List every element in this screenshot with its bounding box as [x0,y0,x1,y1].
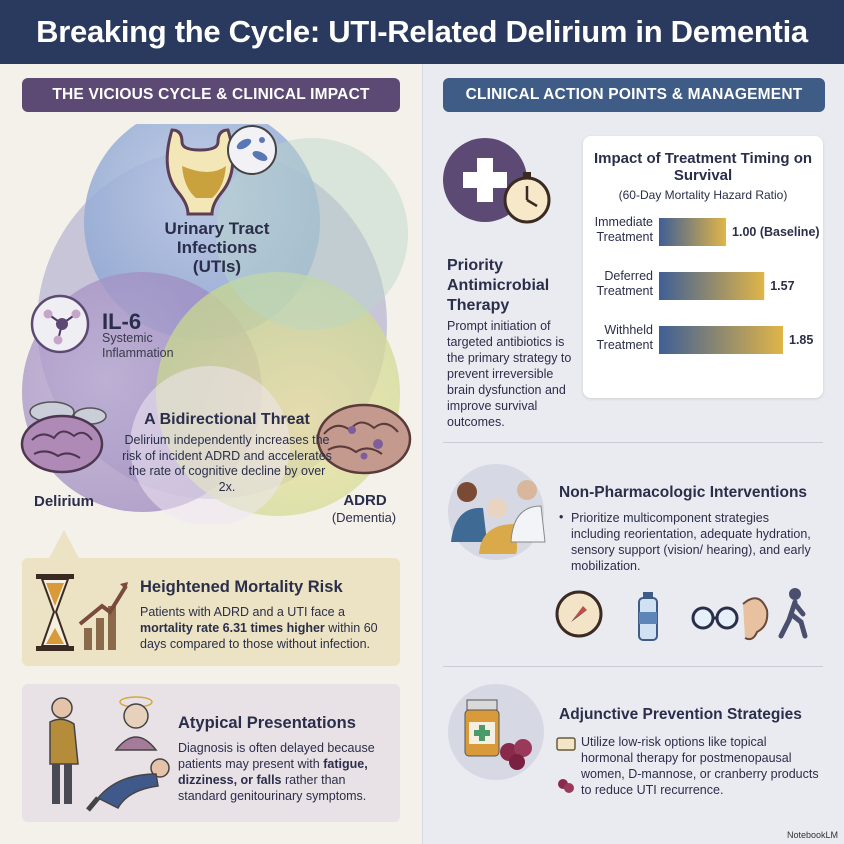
mortality-illustration [36,574,128,651]
therapy-illustration [443,138,551,224]
bacteria-icon [227,125,277,175]
atypical-title: Atypical Presentations [178,714,356,732]
value-label: 1.00 (Baseline) [732,225,820,239]
medicine-bottle-icon [448,684,544,780]
adrd-label: ADRD [343,492,387,509]
care-team-illustration [448,464,546,560]
title-banner: Breaking the Cycle: UTI-Related Delirium… [0,0,844,64]
center-glow [130,366,290,524]
elderly-man-icon [49,697,79,804]
nonpharm-bullet: • [559,510,564,524]
brand-mark: NotebookLM [786,830,838,840]
walking-person-icon [778,588,808,639]
value-label: 1.85 [789,333,813,347]
prevention-illustration [448,684,544,780]
cream-tube-icon [556,737,576,751]
mortality-title: Heightened Mortality Risk [140,578,343,596]
treatment-chart-card: Impact of Treatment Timing on Survival (… [583,136,823,398]
adjunctive-body: Utilize low-risk options like topical ho… [581,735,819,797]
mortality-body: Patients with ADRD and a UTI face a mort… [140,605,378,651]
brain-icon [316,403,412,475]
bar [659,272,765,300]
venn-circles [20,124,412,524]
value-label: 1.57 [770,279,794,293]
section-header-management: CLINICAL ACTION POINTS & MANAGEMENT [443,78,825,112]
chart-subtitle: (60-Day Mortality Hazard Ratio) [618,188,788,202]
compass-icon [555,590,603,638]
page-title: Breaking the Cycle: UTI-Related Delirium… [36,14,808,49]
atypical-card: Atypical Presentations Diagnosis is ofte… [22,684,400,822]
section-divider [443,442,823,443]
category-label: Treatment [596,338,653,352]
chart-title: Impact of Treatment Timing on Survival [593,150,813,184]
il6-label: IL-6 [102,309,142,334]
adrd-sublabel: (Dementia) [331,510,397,525]
priority-body: Prompt initiation of targeted antibiotic… [447,319,572,429]
threat-body: Delirium independently increases the ris… [122,433,332,494]
fallen-person-icon [86,758,170,812]
uti-label: Urinary Tract Infections (UTIs) [164,219,270,276]
nonpharm-title: Non-Pharmacologic Interventions [559,484,808,501]
right-panel: CLINICAL ACTION POINTS & MANAGEMENT Prio… [422,64,844,844]
cranberry-icon [500,739,532,770]
category-label: Deferred [604,269,653,283]
bladder-icon [165,128,235,216]
il6-sublabel: Systemic Inflammation [102,331,174,360]
section-header-cycle: THE VICIOUS CYCLE & CLINICAL IMPACT [22,78,400,112]
callout-pointer [48,530,80,560]
cranberry-icon [558,779,574,793]
category-label: Treatment [596,230,653,244]
priority-title: Priority Antimicrobial Therapy [447,257,550,314]
brain-icon [20,414,104,474]
adjunctive-title: Adjunctive Prevention Strategies [559,706,802,723]
bar [659,218,727,246]
nonpharm-body: Prioritize multicomponent strategies inc… [571,511,811,573]
care-team-icon [448,464,546,560]
glasses-icon [691,606,739,630]
water-bottle-icon [638,592,658,641]
atypical-illustration [49,696,170,812]
green-lobe [216,138,408,330]
dizzy-woman-icon [114,696,158,751]
atypical-body: Diagnosis is often delayed because patie… [178,741,375,803]
growth-chart-icon [78,582,128,650]
bar [659,326,783,354]
stopwatch-icon [503,172,551,224]
category-label: Treatment [596,284,653,298]
threat-title: A Bidirectional Threat [144,411,310,428]
mortality-card: Heightened Mortality Risk Patients with … [22,558,400,666]
category-label: Immediate [595,215,653,229]
adjunctive-bullets [556,737,576,793]
section-divider [443,666,823,667]
venn-diagram: Urinary Tract Infections (UTIs) IL-6 Sys… [12,124,412,525]
left-panel: THE VICIOUS CYCLE & CLINICAL IMPACT [0,64,422,844]
delirium-label: Delirium [33,493,94,510]
molecule-icon [30,294,90,354]
hourglass-icon [36,574,74,651]
category-label: Withheld [604,323,653,337]
intervention-icons [555,588,808,641]
ear-icon [742,597,769,641]
